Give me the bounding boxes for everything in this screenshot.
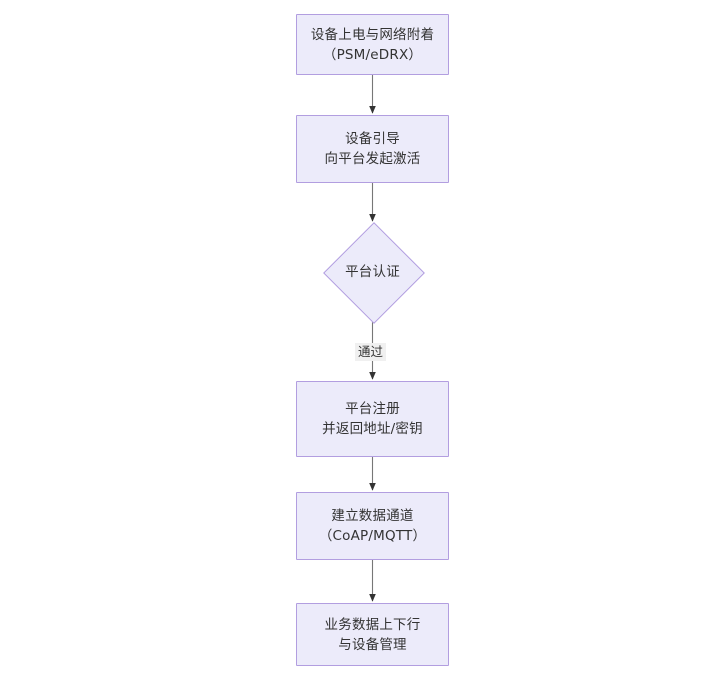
- node-power-on-label: 设备上电与网络附着 （PSM/eDRX）: [310, 26, 435, 63]
- node-data-channel-label: 建立数据通道 （CoAP/MQTT）: [318, 508, 427, 544]
- node-business-data[interactable]: 业务数据上下行 与设备管理: [296, 603, 449, 666]
- node-platform-auth[interactable]: 平台认证: [322, 221, 425, 324]
- node-bootstrap-label: 设备引导 向平台发起激活: [324, 131, 421, 167]
- node-bootstrap[interactable]: 设备引导 向平台发起激活: [296, 115, 449, 183]
- node-platform-auth-label: 平台认证: [345, 263, 400, 280]
- node-business-data-label: 业务数据上下行 与设备管理: [324, 616, 421, 653]
- node-platform-register[interactable]: 平台注册 并返回地址/密钥: [296, 381, 449, 457]
- node-power-on[interactable]: 设备上电与网络附着 （PSM/eDRX）: [296, 14, 449, 75]
- edge-label-pass: 通过: [355, 343, 387, 361]
- node-data-channel[interactable]: 建立数据通道 （CoAP/MQTT）: [296, 492, 449, 560]
- node-platform-register-label: 平台注册 并返回地址/密钥: [322, 401, 423, 437]
